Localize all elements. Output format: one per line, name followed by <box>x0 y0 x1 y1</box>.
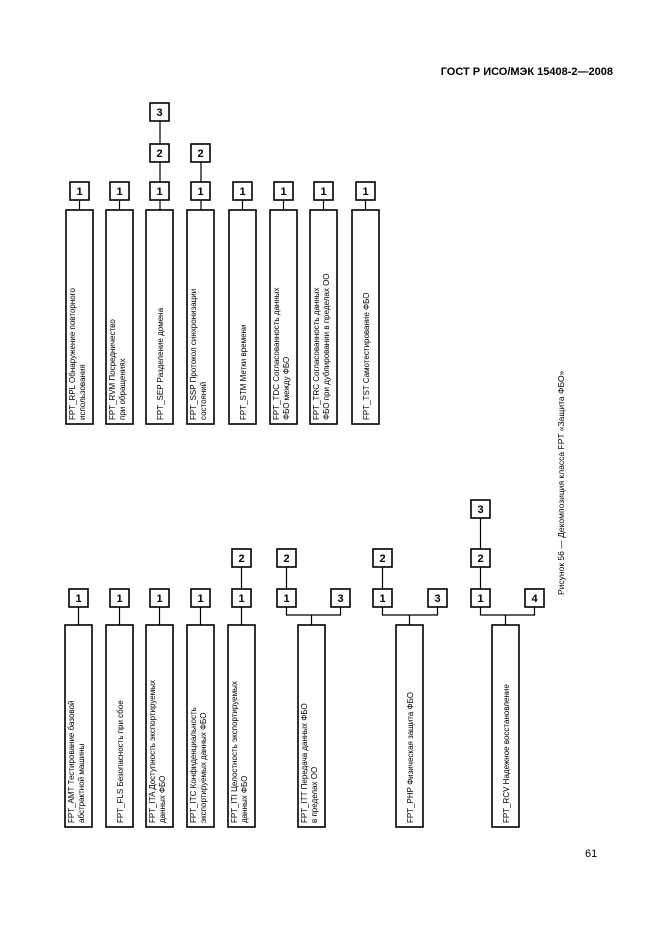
component-fpt-rpl: FPT_RPL Обнаружение повторного использов… <box>65 181 94 425</box>
level-number: 1 <box>238 593 244 605</box>
component-label: FPT_STM Метки времени <box>239 325 248 420</box>
level-number: 1 <box>197 186 203 198</box>
level-box-1 <box>69 181 90 201</box>
component-box <box>297 624 326 828</box>
component-box <box>228 209 257 425</box>
level-box-1 <box>313 181 334 201</box>
component-fpt-tdc: FPT_TDC Согласованность данных ФБО между… <box>269 181 298 425</box>
component-box <box>105 209 134 425</box>
component-fpt-rvm: FPT_RVM Посредничество при обращениях 1 <box>105 181 134 425</box>
connector-line <box>381 607 439 625</box>
component-box <box>491 624 520 828</box>
component-label: FPT_RPL Обнаружение повторного использов… <box>68 286 87 420</box>
component-label: FPT_ITI Целостность экспортируемых данны… <box>230 679 249 823</box>
level-box-3 <box>149 102 170 122</box>
component-box <box>309 209 338 425</box>
component-label: FPT_FLS Безопасность при сбое <box>116 700 125 823</box>
component-label: FPT_RVM Посредничество при обращениях <box>108 317 127 420</box>
component-fpt-sep: FPT_SEP Разделение домена 1 2 3 <box>145 102 174 425</box>
component-box <box>269 209 298 425</box>
component-box <box>351 209 380 425</box>
level-number: 2 <box>197 148 203 160</box>
level-number: 1 <box>75 593 81 605</box>
component-label: FPT_ITT Передача данных ФБО в пределах О… <box>300 701 319 823</box>
level-number: 2 <box>283 553 289 565</box>
level-number: 1 <box>477 593 483 605</box>
component-label: FPT_PHP Физическая защита ФБО <box>406 692 415 823</box>
level-number: 3 <box>477 504 483 516</box>
component-label: FPT_TST Самотестирование ФБО <box>362 292 371 420</box>
level-box-1 <box>355 181 376 201</box>
level-box-3 <box>330 588 351 608</box>
level-box-1 <box>68 588 89 608</box>
component-box <box>186 209 215 425</box>
level-box-4 <box>524 588 545 608</box>
level-number: 2 <box>156 148 162 160</box>
level-box-1 <box>372 588 393 608</box>
component-fpt-tst: FPT_TST Самотестирование ФБО 1 <box>351 181 380 425</box>
level-number: 4 <box>531 593 538 605</box>
level-number: 2 <box>379 553 385 565</box>
level-box-1 <box>470 588 491 608</box>
level-number: 3 <box>434 593 440 605</box>
level-number: 1 <box>320 186 326 198</box>
component-fpt-php: FPT_PHP Физическая защита ФБО 1 2 3 <box>372 548 448 828</box>
component-label: FPT_ITC Конфиденциальность экспортируемы… <box>189 705 208 823</box>
component-fpt-ssp: FPT_SSP Протокол синхронизации состояний… <box>186 143 215 425</box>
component-fpt-amt: FPT_AMT Тестирование базовой абстрактной… <box>64 588 93 828</box>
level-box-1 <box>109 181 130 201</box>
component-fpt-stm: FPT_STM Метки времени 1 <box>228 181 257 425</box>
level-box-3 <box>470 499 491 519</box>
level-box-3 <box>427 588 448 608</box>
component-box <box>145 624 174 828</box>
level-box-2 <box>231 548 252 568</box>
level-number: 1 <box>156 186 162 198</box>
level-number: 1 <box>379 593 385 605</box>
component-label: FPT_AMT Тестирование базовой абстрактной… <box>67 698 86 823</box>
level-box-2 <box>470 548 491 568</box>
component-label: FPT_TRC Согласованность данных ФБО при д… <box>312 273 331 420</box>
level-number: 1 <box>197 593 203 605</box>
component-fpt-itc: FPT_ITC Конфиденциальность экспортируемы… <box>186 588 215 828</box>
component-fpt-trc: FPT_TRC Согласованность данных ФБО при д… <box>309 181 338 425</box>
level-box-1 <box>190 588 211 608</box>
component-fpt-ita: FPT_ITA Доступность экспортируемых данны… <box>145 588 174 828</box>
level-box-1 <box>273 181 294 201</box>
level-number: 1 <box>76 186 82 198</box>
page-number: 61 <box>585 848 598 860</box>
level-number: 1 <box>116 186 122 198</box>
figure-caption-text: Рисунок 56 — Декомпозиция класса FPT «За… <box>556 370 566 595</box>
level-number: 3 <box>337 593 343 605</box>
level-number: 2 <box>477 553 483 565</box>
level-number: 1 <box>362 186 368 198</box>
document-header: ГОСТ Р ИСО/МЭК 15408-2—2008 <box>440 66 613 78</box>
level-number: 1 <box>280 186 286 198</box>
level-number: 3 <box>156 107 162 119</box>
level-box-2 <box>276 548 297 568</box>
component-label: FPT_ITA Доступность экспортируемых данны… <box>148 678 167 823</box>
component-box <box>186 624 215 828</box>
component-label: FPT_SEP Разделение домена <box>156 307 165 420</box>
level-number: 1 <box>156 593 162 605</box>
level-box-1 <box>232 181 253 201</box>
connector-line <box>479 607 536 625</box>
component-fpt-iti: FPT_ITI Целостность экспортируемых данны… <box>227 548 256 828</box>
level-number: 2 <box>238 553 244 565</box>
level-number: 1 <box>283 593 289 605</box>
component-label: FPT_SSP Протокол синхронизации состояний <box>189 287 208 420</box>
level-number: 1 <box>239 186 245 198</box>
component-label: FPT_RCV Надежное восстановление <box>502 684 511 823</box>
component-fpt-fls: FPT_FLS Безопасность при сбое 1 <box>105 588 134 828</box>
component-fpt-rcv: FPT_RCV Надежное восстановление 1 2 3 4 <box>470 499 545 828</box>
connector-line <box>285 607 342 625</box>
level-box-2 <box>190 143 211 163</box>
component-fpt-itt: FPT_ITT Передача данных ФБО в пределах О… <box>276 548 351 828</box>
level-box-1 <box>149 588 170 608</box>
component-label: FPT_TDC Согласованность данных ФБО между… <box>272 285 291 420</box>
level-box-1 <box>276 588 297 608</box>
level-number: 1 <box>116 593 122 605</box>
level-box-1 <box>109 588 130 608</box>
level-box-2 <box>372 548 393 568</box>
